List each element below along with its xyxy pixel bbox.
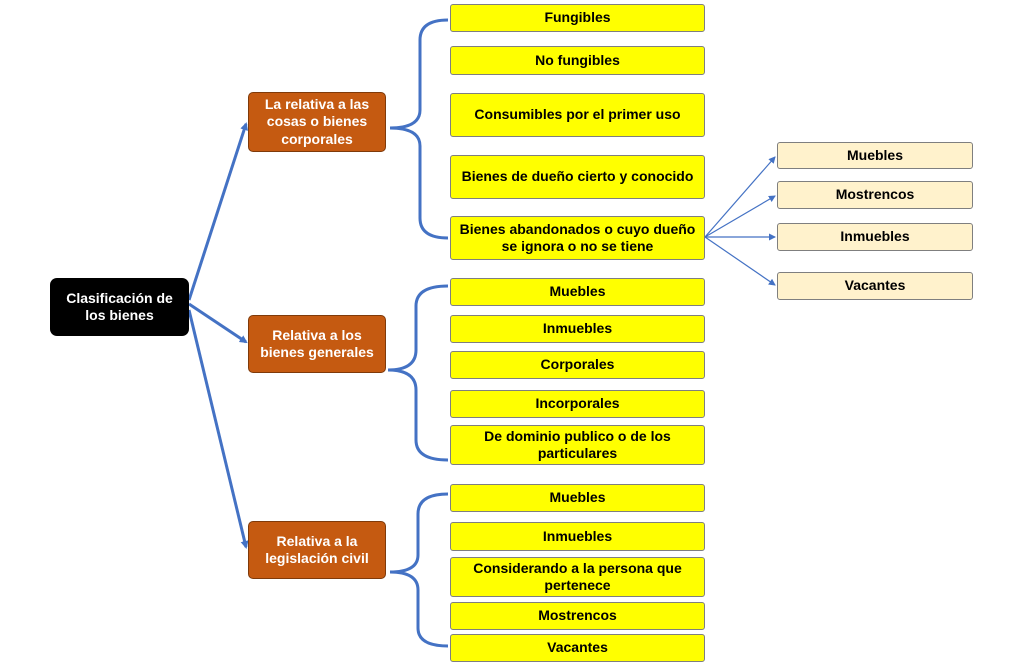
- arrow-root-to-category-2: [188, 302, 248, 344]
- item-node: Bienes de dueño cierto y conocido: [450, 155, 705, 199]
- item-node: Bienes abandonados o cuyo dueño se ignor…: [450, 216, 705, 260]
- item-node: Vacantes: [450, 634, 705, 662]
- item-label: Incorporales: [535, 395, 620, 412]
- subitem-label: Vacantes: [844, 277, 906, 294]
- arrow-root-to-category-3: [187, 309, 249, 549]
- item-label: Muebles: [549, 489, 606, 506]
- item-label: Bienes de dueño cierto y conocido: [461, 168, 694, 185]
- subitem-node: Mostrencos: [777, 181, 973, 209]
- item-node: Fungibles: [450, 4, 705, 32]
- arrow-item-to-subitem-4: [704, 236, 776, 286]
- item-node: Muebles: [450, 278, 705, 306]
- item-label: Fungibles: [544, 9, 611, 26]
- item-label: Inmuebles: [542, 527, 613, 544]
- item-label: Corporales: [540, 356, 615, 373]
- item-label: Bienes abandonados o cuyo dueño se ignor…: [459, 220, 696, 255]
- brace-category-3: [389, 492, 449, 648]
- item-node: Corporales: [450, 351, 705, 379]
- item-label: Mostrencos: [538, 607, 617, 624]
- item-label: Inmuebles: [542, 320, 613, 337]
- root-node: Clasificación de los bienes: [50, 278, 189, 336]
- category-label: Relativa a la legislación civil: [265, 532, 369, 567]
- item-node: Inmuebles: [450, 522, 705, 551]
- item-node: Inmuebles: [450, 315, 705, 343]
- item-label: Consumibles por el primer uso: [474, 106, 681, 123]
- item-label: Considerando a la persona que pertenece: [473, 559, 682, 594]
- subitem-label: Inmuebles: [840, 228, 910, 245]
- root-label: Clasificación de los bienes: [66, 289, 173, 324]
- item-label: Muebles: [549, 283, 606, 300]
- category-node-2: Relativa a los bienes generales: [248, 315, 386, 373]
- subitem-node: Muebles: [777, 142, 973, 169]
- subitem-node: Vacantes: [777, 272, 973, 300]
- arrow-item-to-subitem-1: [704, 156, 776, 238]
- item-node: De dominio publico o de los particulares: [450, 425, 705, 465]
- arrow-item-to-subitem-2: [704, 195, 776, 238]
- item-node: Considerando a la persona que pertenece: [450, 557, 705, 597]
- brace-category-1: [389, 18, 449, 240]
- arrow-root-to-category-1: [187, 122, 248, 301]
- item-node: No fungibles: [450, 46, 705, 75]
- item-node: Mostrencos: [450, 602, 705, 630]
- subitem-label: Muebles: [846, 146, 903, 163]
- category-node-3: Relativa a la legislación civil: [248, 521, 386, 579]
- category-label: La relativa a las cosas o bienes corpora…: [264, 95, 370, 147]
- item-label: No fungibles: [535, 51, 620, 68]
- item-node: Consumibles por el primer uso: [450, 93, 705, 137]
- category-label: Relativa a los bienes generales: [260, 326, 374, 361]
- item-label: De dominio publico o de los particulares: [484, 427, 671, 462]
- category-node-1: La relativa a las cosas o bienes corpora…: [248, 92, 386, 152]
- brace-category-2: [387, 284, 449, 462]
- item-label: Vacantes: [547, 639, 608, 656]
- item-node: Incorporales: [450, 390, 705, 418]
- item-node: Muebles: [450, 484, 705, 512]
- subitem-node: Inmuebles: [777, 223, 973, 251]
- subitem-label: Mostrencos: [835, 186, 915, 203]
